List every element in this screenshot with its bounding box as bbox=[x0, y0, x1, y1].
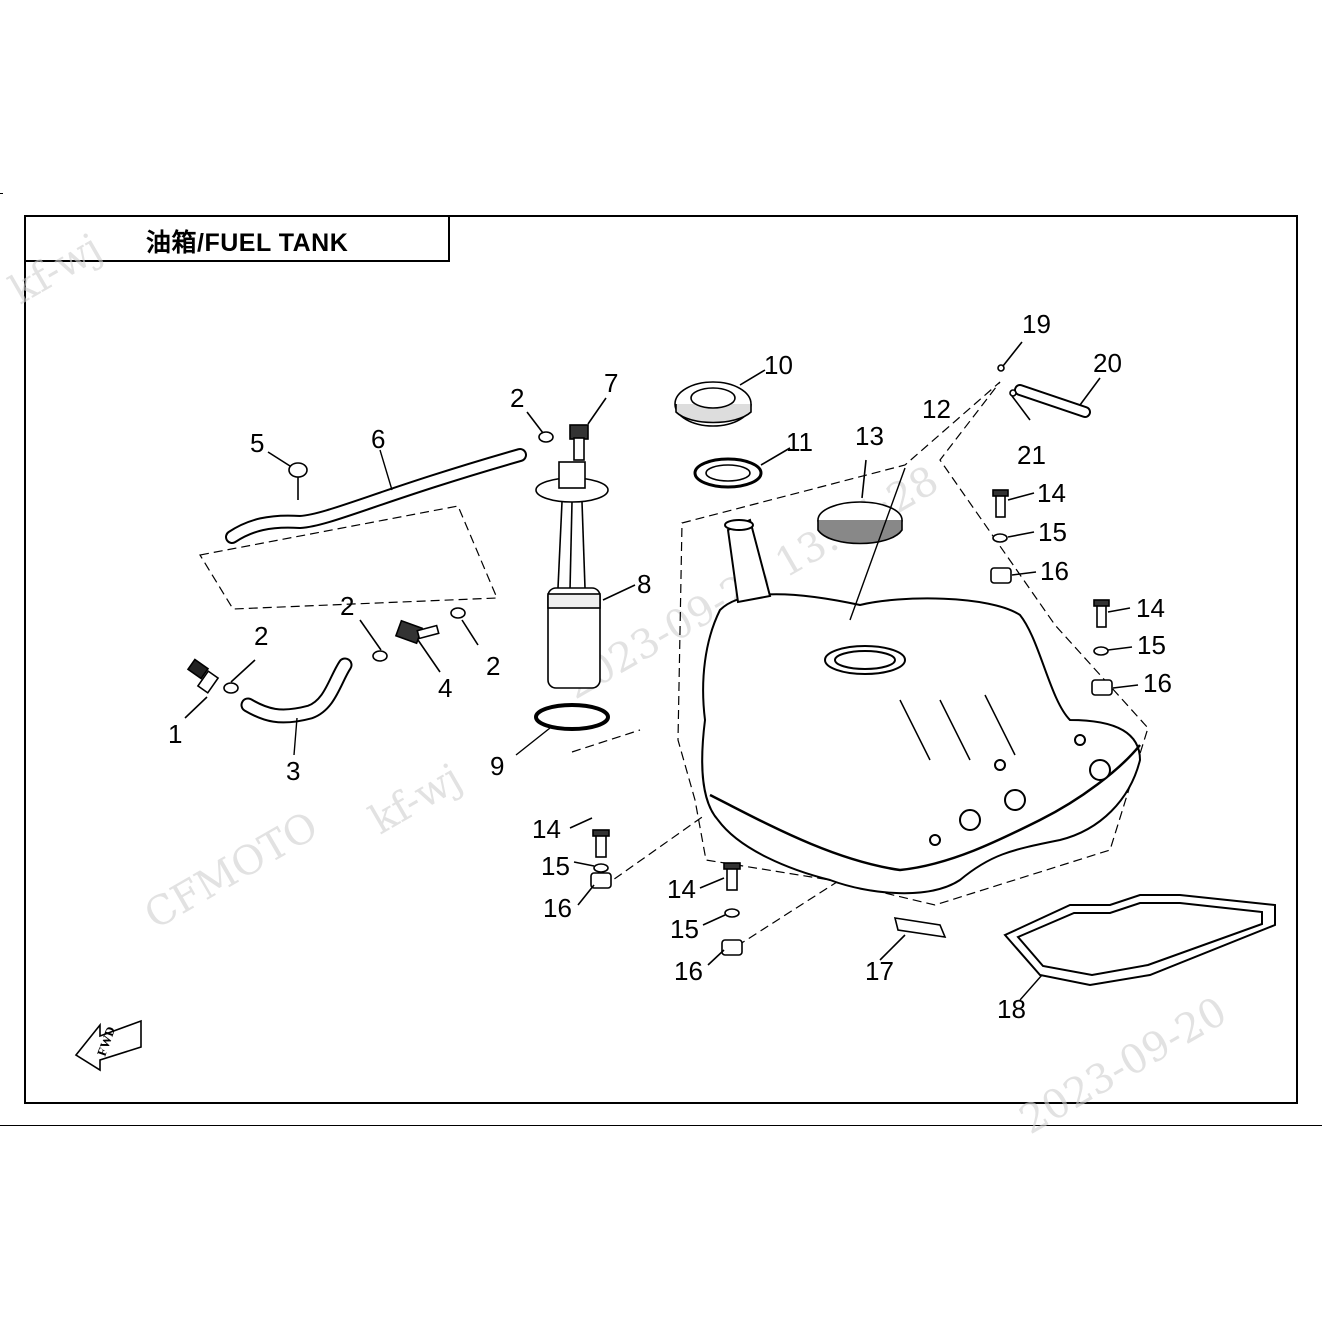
part-18-gasket bbox=[1003, 894, 1276, 1001]
mount-hardware bbox=[569, 489, 1139, 966]
mount-stack-rear-center bbox=[699, 862, 743, 966]
tank-assembly-outline bbox=[677, 381, 1149, 906]
outline-leader bbox=[571, 729, 641, 753]
callout-4: 4 bbox=[438, 673, 452, 703]
part-17-pad bbox=[879, 917, 947, 961]
watermark-code: kf-wj bbox=[362, 755, 470, 844]
callout-2: 2 bbox=[340, 591, 354, 621]
hose-group-outline bbox=[199, 505, 498, 610]
callout-15: 15 bbox=[670, 914, 699, 944]
watermark-brand: CFMOTO bbox=[137, 803, 326, 939]
mount-stack-front-right bbox=[1091, 599, 1139, 696]
part-10-fuel-cap bbox=[674, 369, 766, 427]
mount-stack-front-top bbox=[990, 489, 1037, 584]
edge-mark bbox=[0, 193, 3, 194]
callout-20: 20 bbox=[1093, 348, 1122, 378]
part-9-oring bbox=[515, 703, 610, 756]
callout-15: 15 bbox=[541, 851, 570, 881]
callout-5: 5 bbox=[250, 428, 264, 458]
outline-leader bbox=[736, 879, 841, 947]
callout-12: 12 bbox=[922, 394, 951, 424]
part-13-lock-ring bbox=[817, 459, 903, 545]
part-11-ring bbox=[693, 447, 791, 489]
callout-13: 13 bbox=[855, 421, 884, 451]
callout-2: 2 bbox=[486, 651, 500, 681]
callout-21: 21 bbox=[1017, 440, 1046, 470]
outline-leader bbox=[602, 814, 706, 888]
callout-16: 16 bbox=[674, 956, 703, 986]
part-5-clamp bbox=[267, 451, 308, 500]
part-12-fuel-tank bbox=[701, 467, 1142, 895]
callout-7: 7 bbox=[604, 368, 618, 398]
callout-14: 14 bbox=[667, 874, 696, 904]
callout-18: 18 bbox=[997, 994, 1026, 1024]
callout-19: 19 bbox=[1022, 309, 1051, 339]
callout-1: 1 bbox=[168, 719, 182, 749]
watermark-code: kf-wj bbox=[2, 225, 110, 314]
callout-17: 17 bbox=[865, 956, 894, 986]
callout-6: 6 bbox=[371, 424, 385, 454]
watermark-date: 2023-09-20 bbox=[1012, 989, 1235, 1144]
callout-14: 14 bbox=[1136, 593, 1165, 623]
callout-10: 10 bbox=[764, 350, 793, 380]
page-title: 油箱/FUEL TANK bbox=[146, 229, 349, 257]
mount-stack-rear-left bbox=[569, 817, 612, 906]
callout-labels: 1 2 2 2 2 3 4 5 6 7 8 9 10 11 12 13 14 1… bbox=[168, 309, 1172, 1024]
part-3-hose bbox=[240, 657, 353, 756]
assembly-outlines bbox=[199, 381, 1149, 947]
callout-16: 16 bbox=[1143, 668, 1172, 698]
bottom-rule bbox=[0, 1125, 1322, 1126]
callout-8: 8 bbox=[637, 569, 651, 599]
part-20-vent-hose bbox=[997, 341, 1101, 421]
callout-2: 2 bbox=[254, 621, 268, 651]
callout-9: 9 bbox=[490, 751, 504, 781]
callout-14: 14 bbox=[1037, 478, 1066, 508]
part-1-fitting bbox=[184, 658, 220, 719]
diagram-frame bbox=[24, 215, 1298, 1104]
title-box bbox=[24, 215, 450, 262]
part-8-fuel-pump bbox=[535, 461, 636, 689]
callout-15: 15 bbox=[1137, 630, 1166, 660]
part-4-connector bbox=[394, 619, 441, 673]
fwd-arrow: FWD bbox=[74, 1019, 142, 1072]
callout-16: 16 bbox=[543, 893, 572, 923]
callout-11: 11 bbox=[786, 427, 813, 457]
part-7-connector bbox=[569, 397, 607, 461]
callout-14: 14 bbox=[532, 814, 561, 844]
callout-2: 2 bbox=[510, 383, 524, 413]
callout-15: 15 bbox=[1038, 517, 1067, 547]
callout-16: 16 bbox=[1040, 556, 1069, 586]
clamp-parts bbox=[223, 411, 554, 694]
callout-3: 3 bbox=[286, 756, 300, 786]
part-6-hose bbox=[225, 448, 527, 544]
